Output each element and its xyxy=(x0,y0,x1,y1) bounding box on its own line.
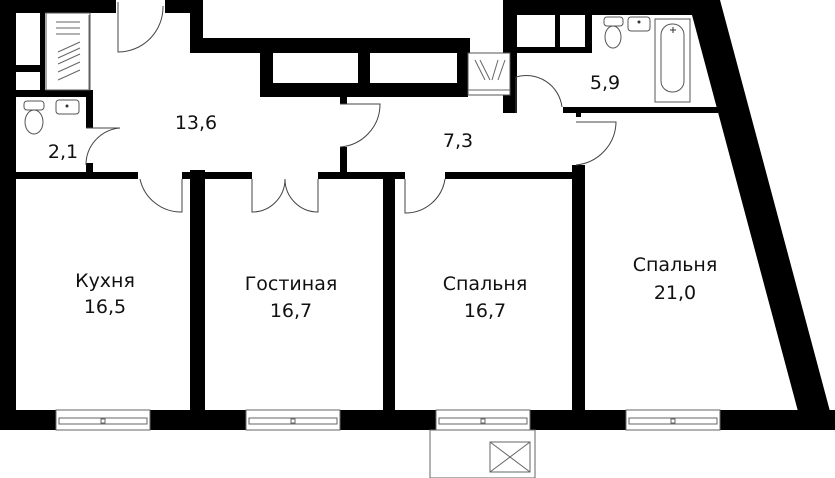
room-area-hall: 13,6 xyxy=(175,112,217,134)
doors xyxy=(85,2,617,214)
toilet-icon xyxy=(23,100,45,135)
room-area-bedroom1: 16,7 xyxy=(464,300,506,322)
room-area-wc: 2,1 xyxy=(48,141,78,163)
wardrobe2-icon xyxy=(467,52,511,96)
room-area-bathroom: 5,9 xyxy=(590,72,620,94)
wardrobe-icon xyxy=(45,12,91,91)
room-labels: Кухня 16,5 Гостиная 16,7 Спальня 16,7 Сп… xyxy=(48,72,717,322)
room-name-living: Гостиная xyxy=(245,273,338,295)
room-name-kitchen: Кухня xyxy=(75,270,135,292)
room-name-bedroom1: Спальня xyxy=(443,273,528,295)
room-area-kitchen: 16,5 xyxy=(84,296,126,318)
balcony xyxy=(429,429,536,478)
room-area-bedroom2: 21,0 xyxy=(654,282,696,304)
sink-icon xyxy=(55,99,80,115)
room-area-living: 16,7 xyxy=(270,300,312,322)
sink2-icon xyxy=(627,16,651,32)
bathtub-icon xyxy=(654,18,691,103)
toilet2-icon xyxy=(603,16,624,49)
room-name-bedroom2: Спальня xyxy=(633,254,718,276)
fixtures xyxy=(23,12,691,135)
walls xyxy=(0,0,835,430)
room-area-corridor: 7,3 xyxy=(443,130,473,152)
